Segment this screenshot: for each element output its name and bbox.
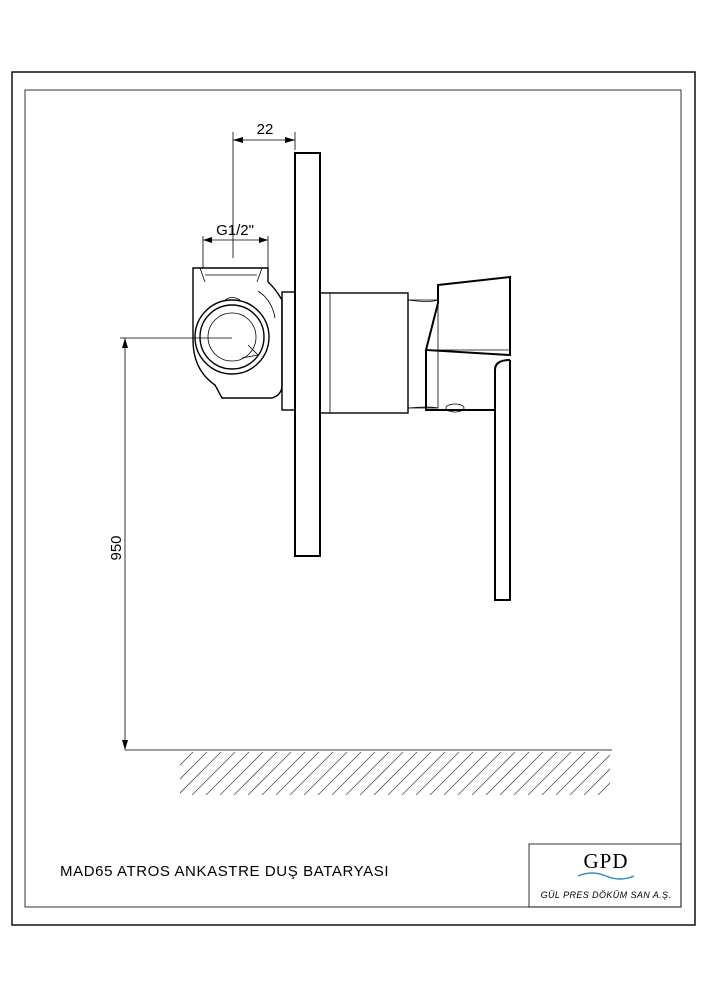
- hatch-line: [180, 752, 222, 794]
- hatch-line: [233, 752, 278, 795]
- hatch-line: [345, 752, 390, 795]
- dimension-thread: [202, 236, 269, 268]
- product-title: MAD65 ATROS ANKASTRE DUŞ BATARYASI: [60, 863, 389, 880]
- title-block-box: [528, 843, 682, 908]
- company-logo: GPD: [583, 849, 628, 873]
- hatch-line: [541, 752, 586, 795]
- hatch-line: [373, 752, 418, 795]
- hatch-line: [219, 752, 264, 795]
- hatch-line: [317, 752, 362, 795]
- dimension-22: [232, 132, 296, 258]
- inner-frame: [24, 89, 682, 908]
- hatch-line: [499, 752, 544, 795]
- hatch-line: [612, 752, 655, 795]
- hatch-line: [429, 752, 474, 795]
- hatch-line: [527, 752, 572, 795]
- hatch-line: [583, 768, 610, 795]
- hatch-line: [569, 754, 610, 795]
- hatch-line: [247, 752, 292, 795]
- hatch-line: [654, 752, 697, 795]
- hatch-line: [303, 752, 348, 795]
- hatch-line: [359, 752, 404, 795]
- hatch-line: [513, 752, 558, 795]
- hatch-line: [471, 752, 516, 795]
- hatch-line: [205, 752, 250, 795]
- hatch-line: [180, 752, 208, 780]
- floor-hatching: [180, 752, 697, 795]
- hatch-line: [180, 752, 194, 766]
- wall-cover-plate: [294, 152, 321, 557]
- hatch-line: [401, 752, 446, 795]
- hatch-line: [457, 752, 502, 795]
- hatch-line: [289, 752, 334, 795]
- hatch-line: [555, 752, 600, 795]
- cartridge-housing: [319, 292, 439, 414]
- hatch-line: [597, 782, 610, 795]
- valve-body: [192, 267, 296, 411]
- mixer-handle: [424, 275, 511, 601]
- logo-wave-icon: [577, 872, 635, 880]
- hatch-line: [191, 752, 236, 795]
- hatch-line: [387, 752, 432, 795]
- dimension-950: [120, 337, 232, 750]
- hatch-line: [415, 752, 460, 795]
- dimension-22-label: 22: [257, 121, 274, 138]
- dimension-thread-label: G1/2": [216, 222, 254, 239]
- hatch-line: [485, 752, 530, 795]
- hatch-line: [261, 752, 306, 795]
- hatch-line: [275, 752, 320, 795]
- outer-frame: [11, 71, 696, 926]
- dimension-950-label: 950: [108, 535, 125, 560]
- hatch-line: [331, 752, 376, 795]
- hatch-line: [626, 752, 669, 795]
- hatch-line: [443, 752, 488, 795]
- company-name: GÜL PRES DÖKÜM SAN A.Ş.: [541, 890, 672, 900]
- hatch-line: [640, 752, 683, 795]
